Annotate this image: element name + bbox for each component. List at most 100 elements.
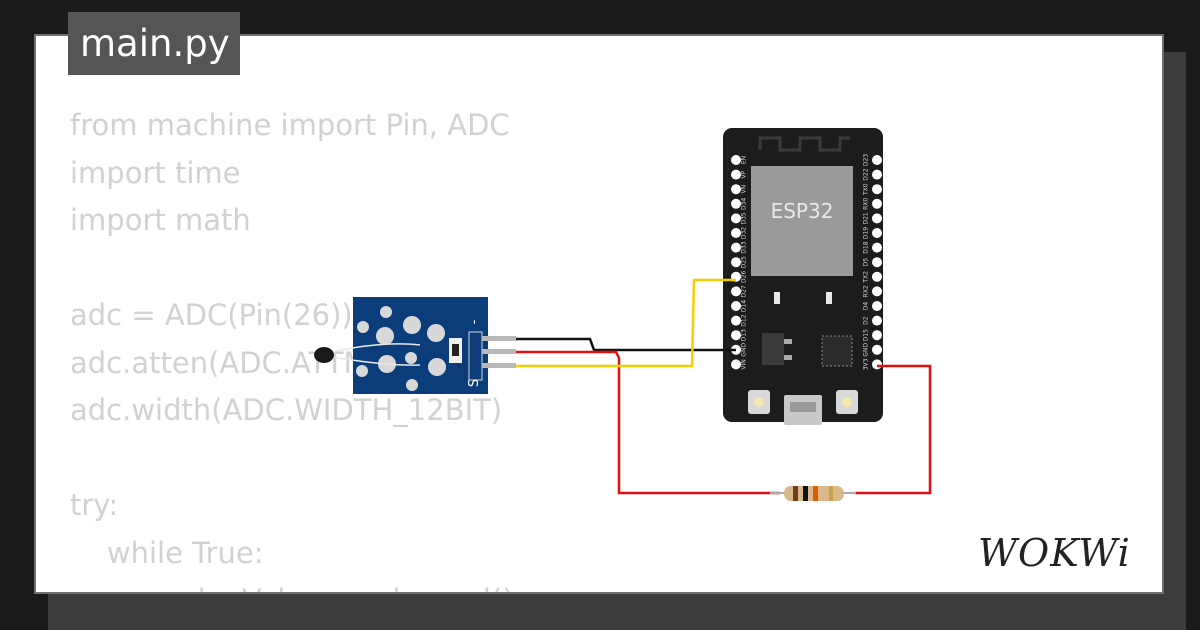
board-pin[interactable]	[872, 315, 882, 326]
resistor-band	[813, 486, 818, 501]
pin-label-minus: -	[467, 319, 482, 324]
board-pin[interactable]	[872, 286, 882, 297]
board-pin-label: D32	[741, 227, 748, 239]
board-pin-label: EN	[741, 156, 748, 164]
board-pin[interactable]	[731, 315, 741, 326]
board-pin-label: D21	[863, 212, 870, 224]
board-pin-label: D12	[741, 314, 748, 326]
header-pin	[482, 349, 516, 354]
board-pin-label: D5	[863, 258, 870, 267]
board-pin[interactable]	[872, 213, 882, 224]
board-pin[interactable]	[731, 198, 741, 209]
board-pin-label: D19	[863, 227, 870, 239]
code-line: adc.width(ADC.WIDTH_12BIT)	[70, 393, 503, 427]
board-pin[interactable]	[872, 257, 882, 268]
smd-part	[774, 292, 780, 304]
board-pin[interactable]	[731, 242, 741, 253]
mount-hole	[380, 306, 392, 318]
board-pin[interactable]	[731, 228, 741, 238]
board-pin[interactable]	[872, 301, 882, 311]
mount-hole	[427, 324, 445, 342]
code-line: from machine import Pin, ADC	[70, 108, 510, 142]
usb-uart-chip	[821, 335, 853, 367]
board-pin[interactable]	[731, 213, 741, 224]
board-pin-label: D25	[741, 256, 748, 268]
board-pin[interactable]	[731, 169, 741, 180]
board-pin-label: D22	[863, 168, 870, 180]
wire-gnd-black[interactable]	[516, 337, 736, 352]
board-pin-label: GND	[741, 343, 748, 357]
file-tab[interactable]: main.py	[68, 12, 240, 75]
mount-hole	[403, 316, 421, 334]
pin-label-signal: S	[467, 379, 482, 387]
board-pin-label: D33	[741, 241, 748, 253]
wires	[516, 278, 932, 495]
resistor-band	[793, 486, 798, 501]
left-pin-header: ENVPVND34D35D32D33D25D26D27D14D12D13GNDV…	[731, 155, 748, 370]
code-line: import time	[70, 155, 241, 190]
board-pin-label: D13	[741, 329, 748, 341]
board-pin[interactable]	[731, 330, 741, 341]
smd-resistor-body	[452, 344, 459, 356]
right-pin-header: D23D22TX0RX0D21D19D18D5TX2RX2D4D2D15GND3…	[863, 154, 882, 370]
board-pin[interactable]	[872, 155, 882, 165]
board-pin-label: D34	[741, 197, 748, 209]
board-pin[interactable]	[872, 184, 882, 195]
board-pin[interactable]	[731, 286, 741, 297]
board-pin-label: TX0	[863, 183, 870, 196]
code-line: adc = ADC(Pin(26))	[70, 298, 353, 332]
board-pin[interactable]	[872, 330, 882, 341]
board-pin-label: RX0	[863, 198, 870, 210]
esp32-board[interactable]: ESP32 ENVPVND34D35D32D33D25D26D27D14D12D…	[723, 128, 883, 425]
thermistor-lead	[327, 355, 421, 366]
esp32-module-shield	[751, 166, 853, 276]
board-pin[interactable]	[872, 198, 882, 209]
mount-hole	[428, 358, 446, 376]
wire-vcc-red[interactable]	[516, 350, 780, 495]
board-pin[interactable]	[872, 228, 882, 238]
button-cap-icon	[842, 397, 852, 407]
esp32-label: ESP32	[771, 199, 834, 223]
code-line: analogValue = adc.read()	[70, 577, 514, 592]
thermistor-bead	[314, 347, 334, 363]
thermistor-lead	[327, 343, 421, 354]
wire-3v3-red[interactable]	[855, 364, 932, 495]
board-pin[interactable]	[731, 184, 741, 195]
board-pin-label: D18	[863, 241, 870, 253]
resistor[interactable]	[770, 486, 856, 501]
mount-hole	[406, 379, 418, 391]
regulator-pin	[784, 355, 792, 360]
board-pin-label: D35	[741, 212, 748, 224]
board-pin[interactable]	[872, 344, 882, 355]
board-pin-label: RX2	[863, 285, 870, 297]
mount-hole	[356, 365, 368, 377]
code-line: try:	[70, 488, 119, 522]
board-pin[interactable]	[872, 271, 882, 282]
wokwi-logo-text: WOKWi	[978, 531, 1131, 575]
board-pin-label: D4	[863, 302, 870, 311]
button-cap-icon	[754, 397, 764, 407]
board-pin[interactable]	[731, 359, 741, 370]
resistor-band	[829, 486, 833, 501]
board-pin[interactable]	[731, 155, 741, 165]
board-pin[interactable]	[872, 169, 882, 180]
regulator-pin	[784, 339, 792, 344]
mount-hole	[357, 321, 369, 333]
wire-signal-yellow[interactable]	[516, 278, 736, 368]
board-pin-label: D27	[741, 285, 748, 297]
pin-header	[468, 331, 483, 381]
code-line: while True:	[70, 535, 264, 570]
ntc-sensor-module[interactable]: - S	[314, 297, 516, 394]
board-pin[interactable]	[731, 301, 741, 311]
board-pin-label: TX2	[863, 271, 870, 284]
smd-part	[826, 292, 832, 304]
board-pin[interactable]	[872, 359, 882, 370]
board-pin[interactable]	[872, 242, 882, 253]
mount-hole	[405, 352, 417, 364]
board-pin-label: GND	[863, 343, 870, 357]
board-pin[interactable]	[731, 257, 741, 268]
antenna-trace	[758, 136, 850, 152]
board-pin-label: D23	[863, 154, 870, 166]
